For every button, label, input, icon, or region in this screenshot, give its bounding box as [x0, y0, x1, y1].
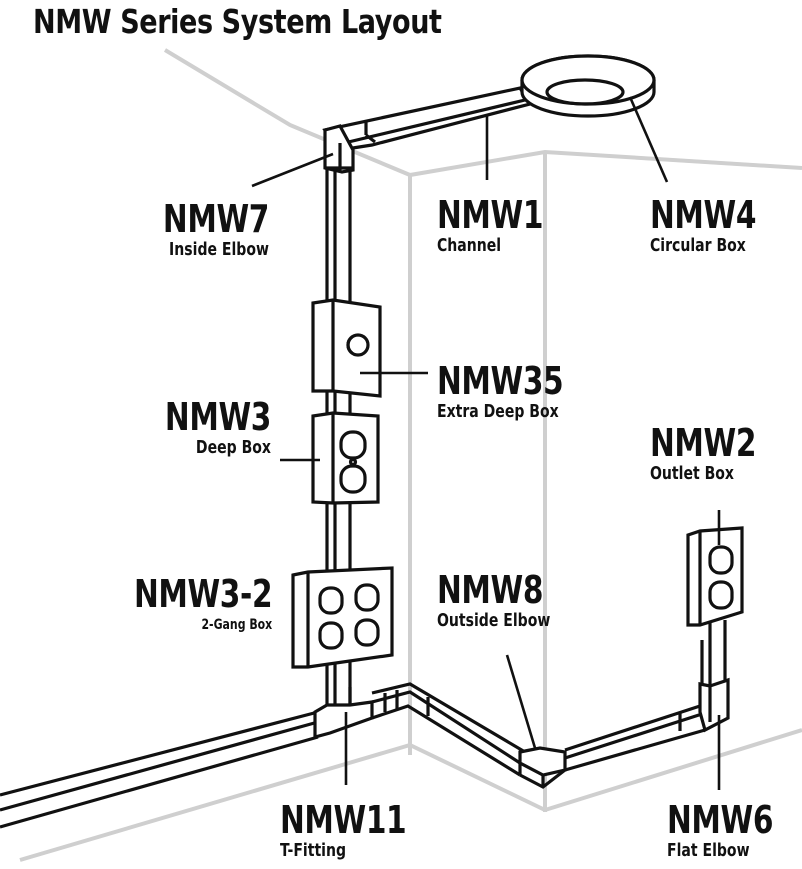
label-nmw7: NMW7 Inside Elbow: [133, 199, 269, 261]
part-code: NMW3: [164, 395, 271, 439]
part-description: Outlet Box: [650, 463, 734, 484]
room-outline: [19, 48, 802, 862]
floor-channel-right: [564, 704, 706, 772]
floor-line: [19, 728, 802, 862]
floor-channel-left: [0, 710, 319, 829]
nmw11-t-fitting-drawing: [313, 687, 374, 740]
label-nmw11: NMW11 T-Fitting: [280, 800, 442, 862]
part-code: NMW2: [650, 421, 757, 465]
part-code: NMW6: [667, 798, 774, 842]
part-code: NMW11: [280, 798, 407, 842]
nmw6-elbow-drawing: [698, 620, 730, 733]
label-nmw6: NMW6 Flat Elbow: [667, 800, 802, 862]
part-description: 2-Gang Box: [201, 617, 272, 633]
part-description: Extra Deep Box: [437, 401, 559, 422]
part-description: Circular Box: [650, 235, 746, 256]
label-nmw4: NMW4 Circular Box: [650, 195, 786, 257]
part-description: Flat Elbow: [667, 840, 750, 861]
part-code: NMW8: [437, 568, 544, 612]
nmw4-circular-box-drawing: [520, 54, 656, 118]
diagram-title: NMW Series System Layout: [33, 2, 442, 41]
label-nmw3-2: NMW3-2 2-Gang Box: [95, 572, 273, 636]
nmw35-box-drawing: [311, 298, 382, 398]
nmw2-box-drawing: [686, 526, 744, 627]
part-code: NMW3-2: [133, 572, 273, 616]
label-nmw3: NMW3 Deep Box: [135, 397, 271, 459]
leader-nmw4: [628, 96, 669, 183]
leader-nmw7: [251, 152, 334, 188]
part-code: NMW4: [650, 193, 757, 237]
leader-nmw8: [505, 654, 537, 749]
part-description: T-Fitting: [280, 840, 347, 861]
label-nmw35: NMW35 Extra Deep Box: [437, 361, 599, 423]
nmw8-elbow-drawing: [518, 746, 567, 789]
part-code: NMW7: [162, 197, 269, 241]
part-description: Deep Box: [195, 437, 271, 458]
nmw3-2-box-drawing: [291, 566, 394, 669]
label-nmw8: NMW8 Outside Elbow: [437, 570, 582, 632]
part-description: Inside Elbow: [169, 239, 269, 260]
nmw1-channel-drawing: [322, 86, 533, 152]
floor-channel-middle: [371, 682, 526, 777]
part-code: NMW1: [437, 193, 544, 237]
label-nmw2: NMW2 Outlet Box: [650, 423, 786, 485]
part-description: Channel: [437, 235, 502, 256]
nmw3-box-drawing: [311, 411, 380, 505]
label-nmw1: NMW1 Channel: [437, 195, 573, 257]
leader-lines: [251, 96, 721, 790]
part-code: NMW35: [437, 359, 564, 403]
nmw7-elbow-drawing: [323, 124, 355, 174]
part-description: Outside Elbow: [437, 610, 551, 631]
